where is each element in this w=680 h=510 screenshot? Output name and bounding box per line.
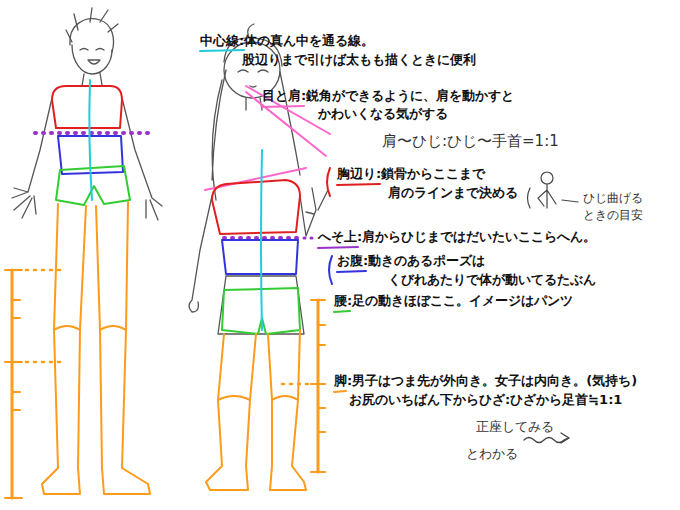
annotation-text: ときの目安 <box>583 208 643 222</box>
elbow-icon <box>541 172 553 184</box>
annotation-text: 腰:足の動きほぼここ。イメージはパンツ <box>334 293 573 309</box>
annotation-text: 目と肩:鋭角ができるように、肩を動かすと <box>262 88 514 103</box>
annotation-text: お腹:動きのあるポーズは <box>337 253 485 268</box>
annotation-text: ときの目安 <box>583 208 643 223</box>
annotation-text: とわかる <box>466 446 518 462</box>
annotation-text: くびれあたりで体が動いてるたぶん <box>388 272 596 288</box>
annotation-text: かわいくなる気がする <box>318 106 448 121</box>
male-head <box>66 8 118 86</box>
annotation-text: 肩〜ひじ:ひじ〜手首=1:1 <box>382 132 559 150</box>
heading-underlines <box>329 256 332 284</box>
elbow-icon <box>528 172 579 208</box>
annotation-text: お腹:動きのあるポーズは <box>337 253 485 269</box>
annotation-text: 正座してみる <box>476 419 554 434</box>
annotation-text: 肩〜ひじ:ひじ〜手首=1:1 <box>382 132 559 151</box>
wavy-arrow <box>561 433 569 443</box>
heading-underlines <box>337 184 380 185</box>
heading-underlines <box>262 106 304 107</box>
annotation-text: くびれあたりで体が動いてるたぶん <box>388 272 596 287</box>
annotation-text: へそ上:肩からひじまではだいたいここらへん。 <box>318 229 596 245</box>
male-figure <box>12 8 162 494</box>
annotation-text: 腰:足の動きほぼここ。イメージはパンツ <box>334 293 573 308</box>
length-ruler <box>282 383 310 386</box>
heading-underlines <box>327 168 330 196</box>
annotation-text: 肩のラインまで決める <box>388 185 518 201</box>
wavy-arrow <box>524 438 568 443</box>
belly-block <box>222 240 298 274</box>
length-ruler <box>5 270 22 498</box>
hip-block <box>56 166 130 205</box>
elbow-icon <box>538 184 556 208</box>
annotation-text: ひじ曲げる <box>583 191 643 206</box>
length-ruler <box>311 300 325 472</box>
male-arms <box>12 98 162 220</box>
annotation-text: 股辺りまで引けば太もも描くときに便利 <box>242 52 476 68</box>
annotation-text: 中心線:体の真ん中を通る線。 <box>200 33 374 49</box>
annotation-text: 肩のラインまで決める <box>388 185 518 200</box>
annotation-text: かわいくなる気がする <box>318 106 448 122</box>
male-head <box>88 60 100 64</box>
male-head <box>80 49 104 51</box>
male-legs <box>42 202 150 494</box>
annotation-text: 正座してみる <box>476 419 554 435</box>
elbow-icon <box>528 188 531 208</box>
annotation-text: お尻のいちばん下からひざ:ひざから足首≒1:1 <box>349 392 622 408</box>
annotation-text: ひじ曲げる <box>583 191 643 205</box>
annotation-text: 脚:男子はつま先が外向き。女子は内向き。(気持ち) <box>334 373 637 389</box>
annotation-text: 胸辺り:鎖骨からここまで <box>337 166 485 182</box>
wavy-arrow <box>524 433 569 443</box>
annotation-text: 目と肩:鋭角ができるように、肩を動かすと <box>262 88 514 104</box>
elbow-icon <box>562 200 578 202</box>
annotation-text: とわかる <box>466 446 518 461</box>
heading-underlines <box>318 247 358 248</box>
annotation-text: へそ上:肩からひじまではだいたいここらへん。 <box>318 229 596 244</box>
annotation-text: 胸辺り:鎖骨からここまで <box>337 166 485 181</box>
heading-underlines <box>200 50 244 51</box>
male-head <box>82 73 102 86</box>
annotation-text: 股辺りまで引けば太もも描くときに便利 <box>242 52 476 67</box>
length-ruler <box>26 270 62 362</box>
center-line <box>261 150 262 330</box>
annotation-text: 脚:男子はつま先が外向き。女子は内向き。(気持ち) <box>334 373 637 388</box>
heading-underlines <box>334 311 350 312</box>
female-arms <box>189 188 328 312</box>
navel-line <box>35 131 150 135</box>
chest-block <box>52 86 122 128</box>
length-ruler <box>11 270 14 498</box>
heading-underlines <box>304 237 312 240</box>
length-ruler <box>5 270 62 498</box>
center-line <box>89 80 92 200</box>
male-head <box>72 45 112 74</box>
female-head <box>238 70 268 87</box>
heading-underlines <box>334 391 346 392</box>
annotation-text: 中心線:体の真ん中を通る線。 <box>200 33 374 48</box>
female-legs <box>206 330 306 490</box>
male-head <box>66 8 118 42</box>
length-ruler <box>282 300 325 472</box>
heading-underlines <box>337 271 366 272</box>
chest-block <box>212 180 300 234</box>
annotation-text: お尻のいちばん下からひざ:ひざから足首≒1:1 <box>349 392 622 407</box>
